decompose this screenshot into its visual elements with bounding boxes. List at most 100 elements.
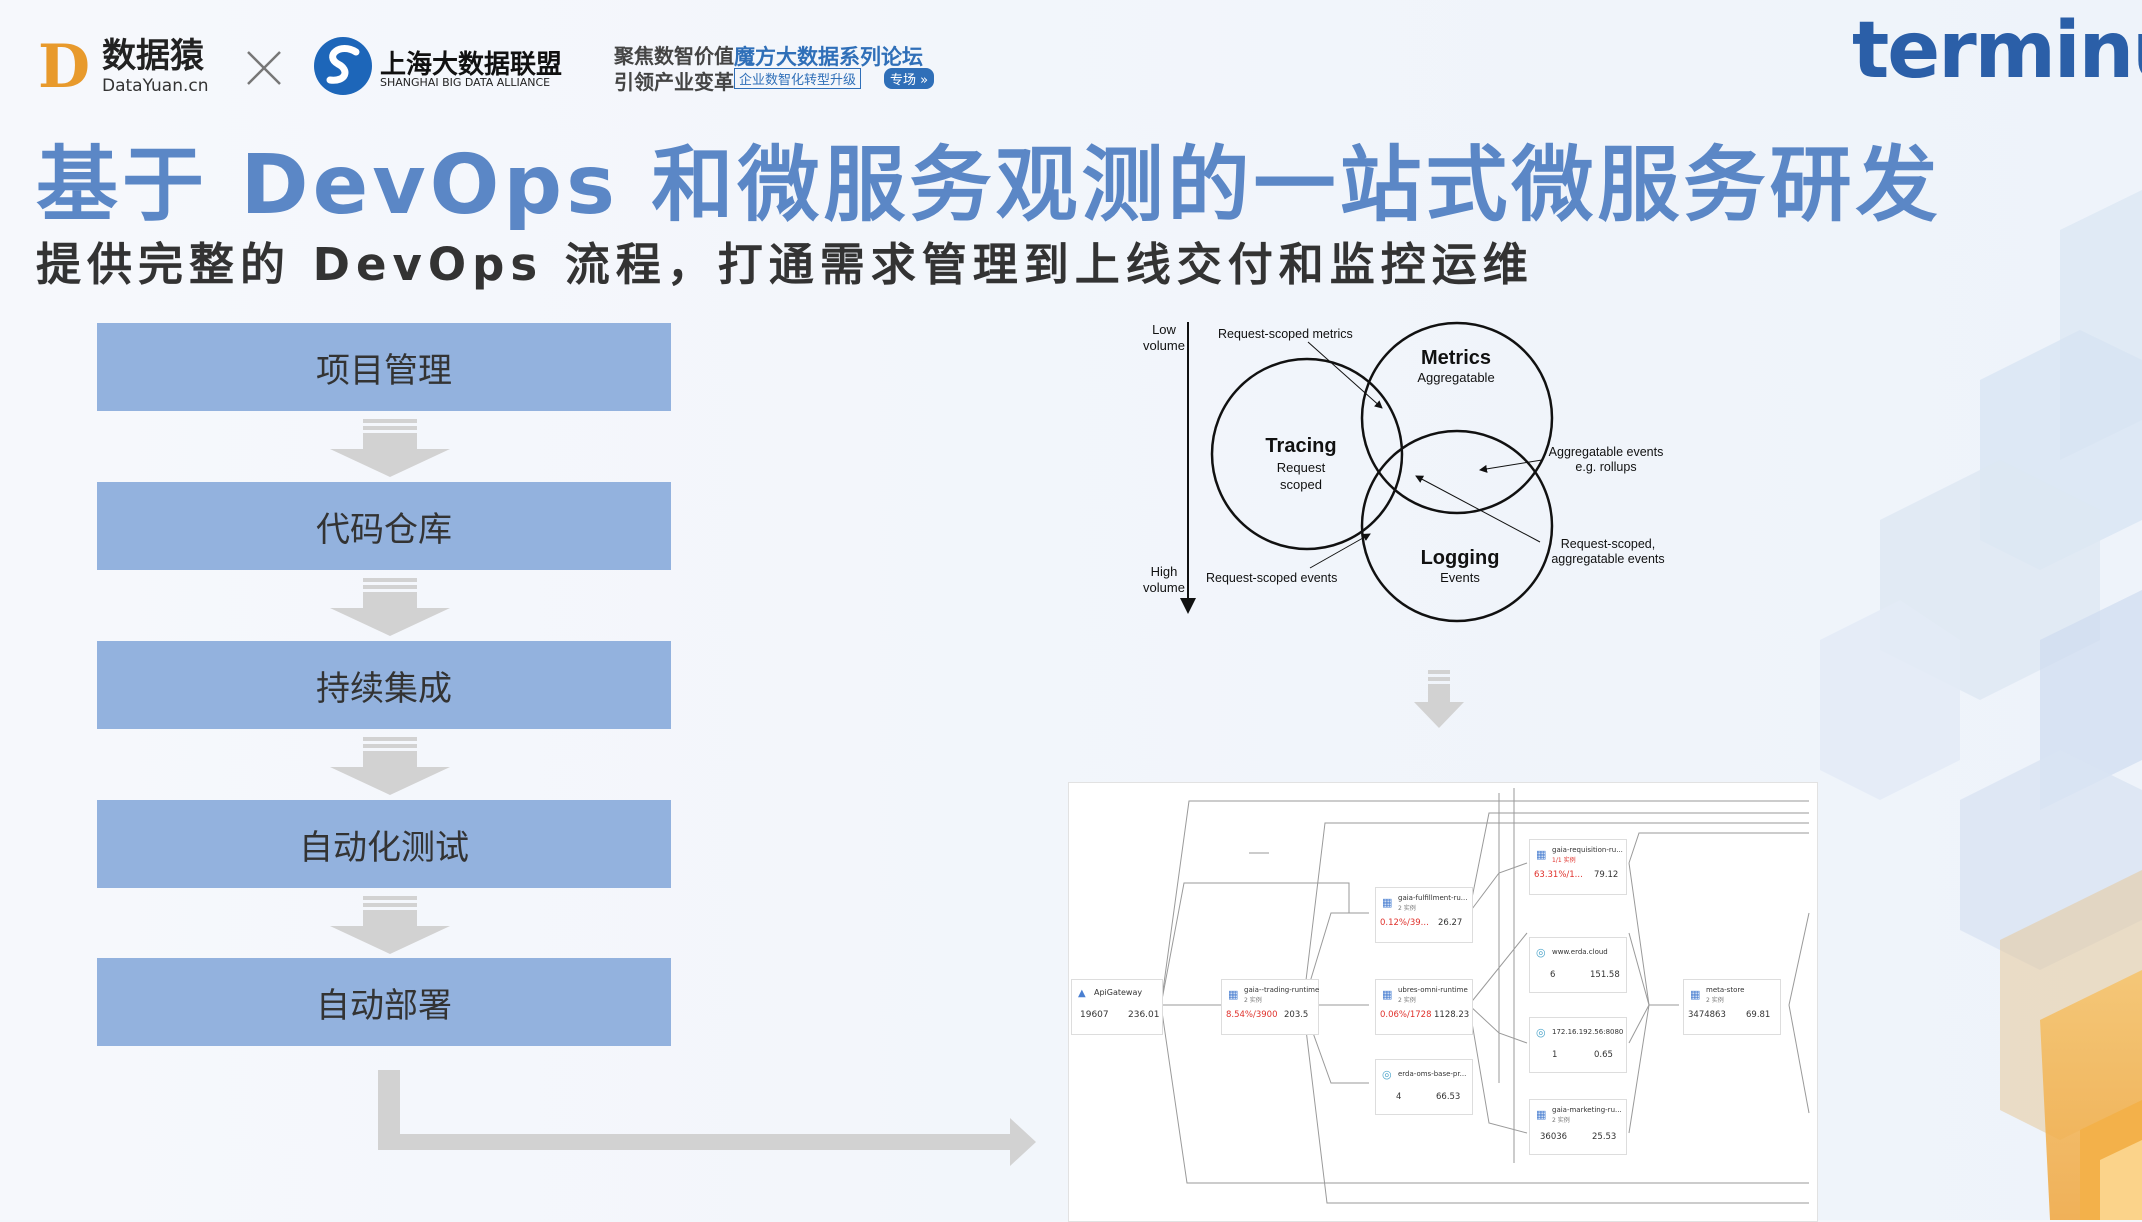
node-value-requests: 3474863: [1688, 1010, 1726, 1020]
topology-node[interactable]: ◎ www.erda.cloud 6 151.58: [1529, 937, 1627, 993]
step-project-management: 项目管理: [97, 323, 671, 411]
forum-banner: 聚焦数智价值 引领产业变革 魔方大数据系列论坛 企业数智化转型升级 专场 »: [614, 40, 954, 94]
node-value-requests: 63.31%/1...: [1534, 870, 1583, 880]
axis-low-2: volume: [1143, 338, 1185, 353]
datayuan-mark-icon: D: [38, 32, 91, 102]
down-arrow-icon: [330, 896, 450, 954]
terminus-logo: terminus: [1852, 6, 2142, 96]
node-instances: 2 实例: [1244, 997, 1262, 1004]
node-icon: ◎: [1382, 1068, 1392, 1081]
topology-node[interactable]: ▦ gaia-fulfillment-ru... 2 实例 0.12%/39..…: [1375, 887, 1473, 943]
node-value-latency: 25.53: [1592, 1132, 1617, 1142]
tracing-sub-2: scoped: [1280, 477, 1322, 492]
label-aggregatable-events-2: e.g. rollups: [1575, 460, 1636, 474]
node-value-requests: 4: [1396, 1092, 1402, 1102]
node-value-latency: 79.12: [1594, 870, 1619, 880]
down-arrow-icon: [330, 419, 450, 477]
node-icon: ▦: [1690, 988, 1701, 1001]
tracing-sub-1: Request: [1277, 460, 1326, 475]
node-instances: 2 实例: [1706, 997, 1724, 1004]
axis-high-1: High: [1151, 564, 1178, 579]
node-name: gaia-fulfillment-ru...: [1398, 894, 1468, 902]
step-continuous-integration: 持续集成: [97, 641, 671, 729]
shanghai-alliance-logo: 上海大数据联盟 SHANGHAI BIG DATA ALLIANCE: [312, 34, 562, 98]
topology-node[interactable]: ▦ ubres-omni-runtime 2 实例 0.06%/1728 112…: [1375, 979, 1473, 1035]
axis-high-2: volume: [1143, 580, 1185, 595]
down-arrow-icon: [1414, 670, 1464, 728]
topology-node[interactable]: ▦ gaia--trading-runtime 2 实例 8.54%/3900 …: [1221, 979, 1319, 1035]
node-value-requests: 1: [1552, 1050, 1558, 1060]
topology-node[interactable]: ▲ ApiGateway 19607 236.01: [1071, 979, 1163, 1035]
metrics-circle: [1360, 321, 1554, 515]
node-value-latency: 236.01: [1128, 1010, 1160, 1020]
topology-node[interactable]: ▦ gaia-marketing-ru... 2 实例 36036 25.53: [1529, 1099, 1627, 1155]
topology-node[interactable]: ◎ erda-oms-base-pr... 4 66.53: [1375, 1059, 1473, 1115]
down-arrow-icon: [330, 578, 450, 636]
node-icon: ▦: [1382, 988, 1393, 1001]
node-instances: 2 实例: [1398, 997, 1416, 1004]
node-value-latency: 151.58: [1590, 970, 1620, 980]
node-value-requests: 36036: [1540, 1132, 1568, 1142]
observability-venn-diagram: Low volume High volume Tracing Request s…: [1143, 321, 1665, 623]
node-instances: 2 实例: [1552, 1117, 1570, 1124]
node-value-latency: 1128.23: [1434, 1010, 1470, 1020]
node-value-latency: 69.81: [1746, 1010, 1771, 1020]
datayuan-name: 数据猿: [102, 36, 204, 76]
node-value-latency: 66.53: [1436, 1092, 1461, 1102]
alliance-name: 上海大数据联盟: [380, 50, 563, 80]
down-arrow-icon: [330, 737, 450, 795]
node-icon: ▦: [1536, 1108, 1547, 1121]
node-value-requests: 19607: [1080, 1010, 1109, 1020]
metrics-sub: Aggregatable: [1417, 370, 1494, 385]
step-automated-testing: 自动化测试: [97, 800, 671, 888]
label-aggregatable-events-1: Aggregatable events: [1549, 445, 1664, 459]
node-icon: ◎: [1536, 1026, 1546, 1039]
node-value-latency: 203.5: [1284, 1010, 1309, 1020]
page-subtitle: 提供完整的 DevOps 流程，打通需求管理到上线交付和监控运维: [36, 238, 1534, 291]
page-title: 基于 DevOps 和微服务观测的一站式微服务研发: [36, 138, 1942, 233]
label-request-agg-events-1: Request-scoped,: [1561, 537, 1656, 551]
node-instances: 1/1 实例: [1552, 857, 1576, 864]
tracing-title: Tracing: [1265, 435, 1336, 457]
node-value-latency: 26.27: [1438, 918, 1463, 928]
label-request-scoped-metrics: Request-scoped metrics: [1218, 327, 1353, 341]
alliance-mark-icon: [314, 37, 372, 95]
forum-title: 魔方大数据系列论坛: [734, 45, 923, 69]
node-value-requests: 6: [1550, 970, 1556, 980]
node-icon: ▦: [1228, 988, 1239, 1001]
node-name: gaia-requisition-ru...: [1552, 846, 1623, 854]
node-value-latency: 0.65: [1594, 1050, 1613, 1060]
node-name: ubres-omni-runtime: [1398, 986, 1468, 994]
node-icon: ◎: [1536, 946, 1546, 959]
topology-node[interactable]: ▦ meta-store 2 实例 3474863 69.81: [1683, 979, 1781, 1035]
logging-circle: [1360, 429, 1554, 623]
alliance-english: SHANGHAI BIG DATA ALLIANCE: [380, 76, 551, 89]
forum-slogan-2: 引领产业变革: [614, 70, 734, 94]
forum-tag: 专场 »: [884, 68, 935, 89]
node-value-requests: 0.12%/39...: [1380, 918, 1429, 928]
topology-node[interactable]: ◎ 172.16.192.56:8080 1 0.65: [1529, 1017, 1627, 1073]
axis-low-1: Low: [1152, 322, 1176, 337]
node-name: ApiGateway: [1094, 988, 1143, 997]
node-instances: 2 实例: [1398, 905, 1416, 912]
logging-title: Logging: [1421, 547, 1500, 569]
datayuan-logo: D 数据猿 DataYuan.cn: [38, 36, 218, 98]
node-value-requests: 8.54%/3900: [1226, 1010, 1278, 1020]
topology-node[interactable]: ▦ gaia-requisition-ru... 1/1 实例 63.31%/1…: [1529, 839, 1627, 895]
node-icon: ▦: [1536, 848, 1547, 861]
node-name: www.erda.cloud: [1552, 948, 1608, 956]
node-name: gaia--trading-runtime: [1244, 986, 1320, 994]
datayuan-domain: DataYuan.cn: [102, 76, 209, 96]
flow-arrow-to-topology: [378, 1070, 1036, 1166]
metrics-title: Metrics: [1421, 347, 1491, 369]
node-value-requests: 0.06%/1728: [1380, 1010, 1432, 1020]
label-request-agg-events-2: aggregatable events: [1551, 552, 1664, 566]
forum-slogan-1: 聚焦数智价值: [614, 44, 734, 68]
node-name: 172.16.192.56:8080: [1552, 1028, 1624, 1036]
logging-sub: Events: [1440, 570, 1480, 585]
times-icon: [247, 51, 281, 85]
tracing-circle: [1210, 357, 1404, 551]
service-topology-panel: ▲ ApiGateway 19607 236.01 ▦ gaia--tradin…: [1068, 782, 1818, 1222]
node-name: gaia-marketing-ru...: [1552, 1106, 1622, 1114]
label-request-scoped-events: Request-scoped events: [1206, 571, 1337, 585]
